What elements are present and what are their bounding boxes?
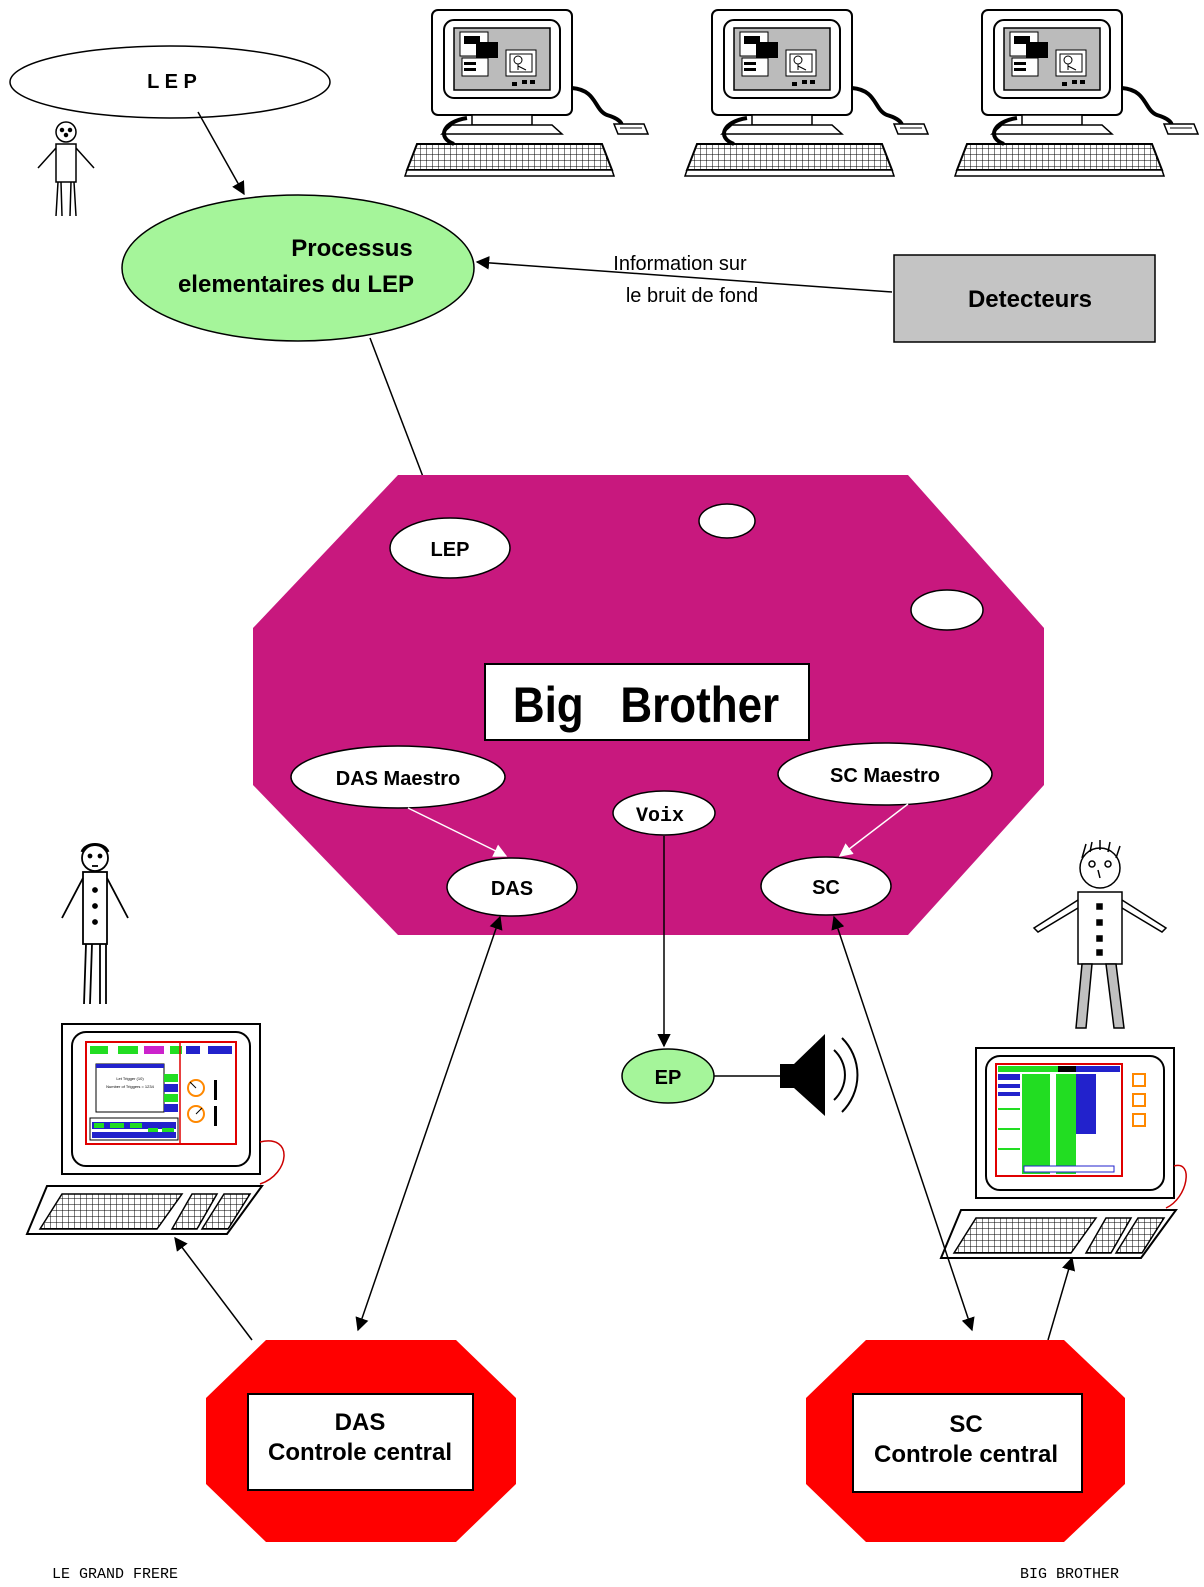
lep-inner-label: LEP [431,539,470,561]
big-brother-title-box [484,663,810,741]
processus-node [121,194,475,342]
info-label-line1: Information sur [613,253,747,275]
arrow-das-central-to-terminal [174,1236,253,1341]
lep-top-node [9,45,331,119]
arrow-detecteurs-to-processus [475,256,893,293]
speaker-icon [780,1034,859,1116]
voix-label: Voix [636,805,684,828]
ep-label: EP [655,1067,682,1089]
arrow-sc-central-to-terminal [1047,1256,1076,1341]
empty-node [698,503,756,539]
das-central-label-line2: Controle central [268,1439,452,1466]
footer-left: LE GRAND FRERE [52,1566,179,1583]
sc-central-box [852,1393,1083,1493]
workstation-icon [953,8,1200,178]
das-screen-line2: Number of Triggers = 1234 [106,1084,154,1089]
footer-right: BIG BROTHER [1020,1566,1120,1583]
sc-maestro-label: SC Maestro [830,765,940,787]
das-terminal-icon: Let Trigger (10) Number of Triggers = 12… [26,1023,285,1235]
das-node [446,857,578,917]
lep-inner-node [389,517,511,579]
processus-label-line2: elementaires du LEP [178,271,414,298]
arrow-das-maestro-to-das [407,807,508,857]
detecteurs-box [893,254,1156,343]
processus-label-line1: Processus [291,235,412,262]
arrow-sc-to-sc-central [831,915,975,1332]
sc-central-label-line1: SC [949,1411,982,1438]
das-central-label-line1: DAS [335,1409,386,1436]
das-central-box [247,1393,474,1491]
arrow-das-to-das-central [355,915,503,1332]
das-screen-line1: Let Trigger (10) [116,1076,144,1081]
lep-top-label: L E P [147,71,197,93]
workstation-icon [403,8,650,178]
detecteurs-label: Detecteurs [968,286,1092,313]
big-brother-title: Big Brother [513,676,779,732]
sc-node [760,856,892,916]
voix-node [612,790,716,836]
sc-maestro-node [777,742,993,806]
sc-terminal-icon [940,1047,1187,1259]
arrow-sc-maestro-to-sc [838,803,909,857]
sc-label: SC [812,877,840,899]
arrow-lep-to-processus [197,111,245,196]
stick-figure-icon [37,121,95,217]
info-label-line2: le bruit de fond [626,285,758,307]
sc-central-label-line2: Controle central [874,1441,1058,1468]
das-maestro-node [290,745,506,809]
empty-node [910,589,984,631]
workstation-icon [683,8,930,178]
stick-figure-icon [1032,840,1168,1029]
das-label: DAS [491,878,533,900]
das-maestro-label: DAS Maestro [336,768,460,790]
stick-figure-icon [61,843,129,1005]
